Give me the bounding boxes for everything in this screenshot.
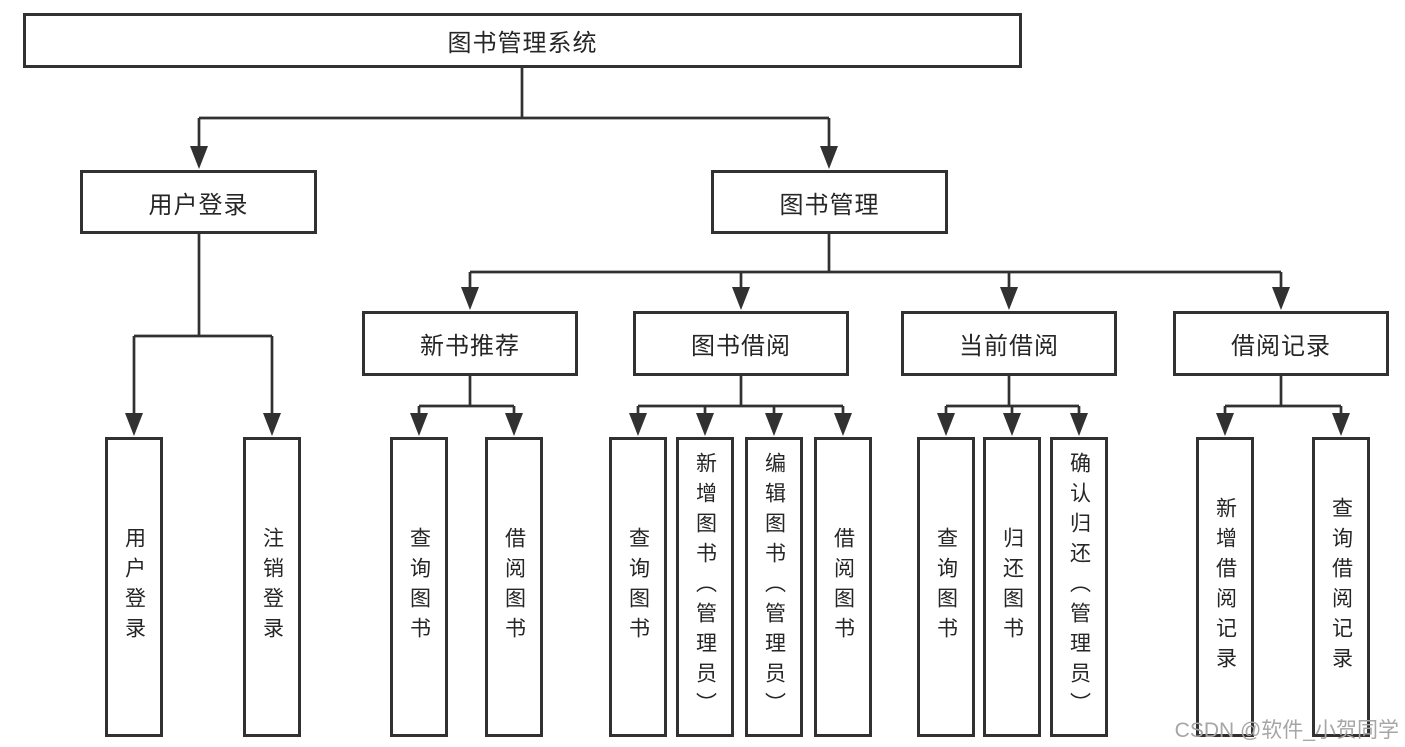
node-label: 借阅图书: [502, 527, 526, 647]
leaf-borrow-books: 借阅图书: [814, 437, 872, 737]
node-book-management: 图书管理: [711, 170, 948, 234]
node-label: 图书借阅: [691, 333, 791, 360]
leaf-confirm-return-admin: 确认归还（管理员）: [1050, 437, 1108, 737]
node-label: 确认归还（管理员）: [1067, 452, 1091, 722]
leaf-add-borrowing-record: 新增借阅记录: [1196, 437, 1254, 737]
node-library-management-system: 图书管理系统: [23, 13, 1022, 68]
node-label: 借阅记录: [1231, 333, 1331, 360]
node-label: 图书管理系统: [447, 30, 598, 57]
node-label: 新增图书（管理员）: [693, 452, 717, 722]
node-label: 当前借阅: [959, 333, 1059, 360]
leaf-edit-books-admin: 编辑图书（管理员）: [745, 437, 803, 737]
node-book-borrowing: 图书借阅: [633, 311, 849, 376]
node-label: 借阅图书: [831, 527, 855, 647]
leaf-borrow-books-recommendation: 借阅图书: [485, 437, 543, 737]
node-label: 查询图书: [626, 527, 650, 647]
node-borrowing-records: 借阅记录: [1173, 311, 1389, 376]
leaf-query-books-current: 查询图书: [917, 437, 975, 737]
leaf-add-books-admin: 新增图书（管理员）: [676, 437, 734, 737]
leaf-query-borrowing-record: 查询借阅记录: [1312, 437, 1370, 737]
node-label: 新增借阅记录: [1213, 497, 1237, 677]
node-current-borrowing: 当前借阅: [901, 311, 1117, 376]
connector-arrowheads: [125, 146, 1350, 436]
csdn-watermark: CSDN @软件_小贺同学: [1174, 719, 1399, 742]
node-label: 注销登录: [260, 527, 284, 647]
leaf-query-books-recommendation: 查询图书: [390, 437, 448, 737]
node-label: 查询借阅记录: [1329, 497, 1353, 677]
node-label: 新书推荐: [420, 333, 520, 360]
leaf-query-books-borrowing: 查询图书: [609, 437, 667, 737]
leaf-logout: 注销登录: [243, 437, 301, 737]
node-label: 图书管理: [779, 191, 880, 219]
connector-stems: [132, 68, 1343, 415]
node-label: 编辑图书（管理员）: [762, 452, 786, 722]
node-label: 归还图书: [1000, 527, 1024, 647]
node-user-login: 用户登录: [80, 170, 317, 234]
node-label: 查询图书: [407, 527, 431, 647]
leaf-user-login: 用户登录: [105, 437, 163, 737]
node-label: 查询图书: [934, 527, 958, 647]
leaf-return-books: 归还图书: [983, 437, 1041, 737]
node-label: 用户登录: [148, 191, 249, 219]
node-label: 用户登录: [122, 527, 146, 647]
node-new-book-recommendation: 新书推荐: [362, 311, 578, 376]
